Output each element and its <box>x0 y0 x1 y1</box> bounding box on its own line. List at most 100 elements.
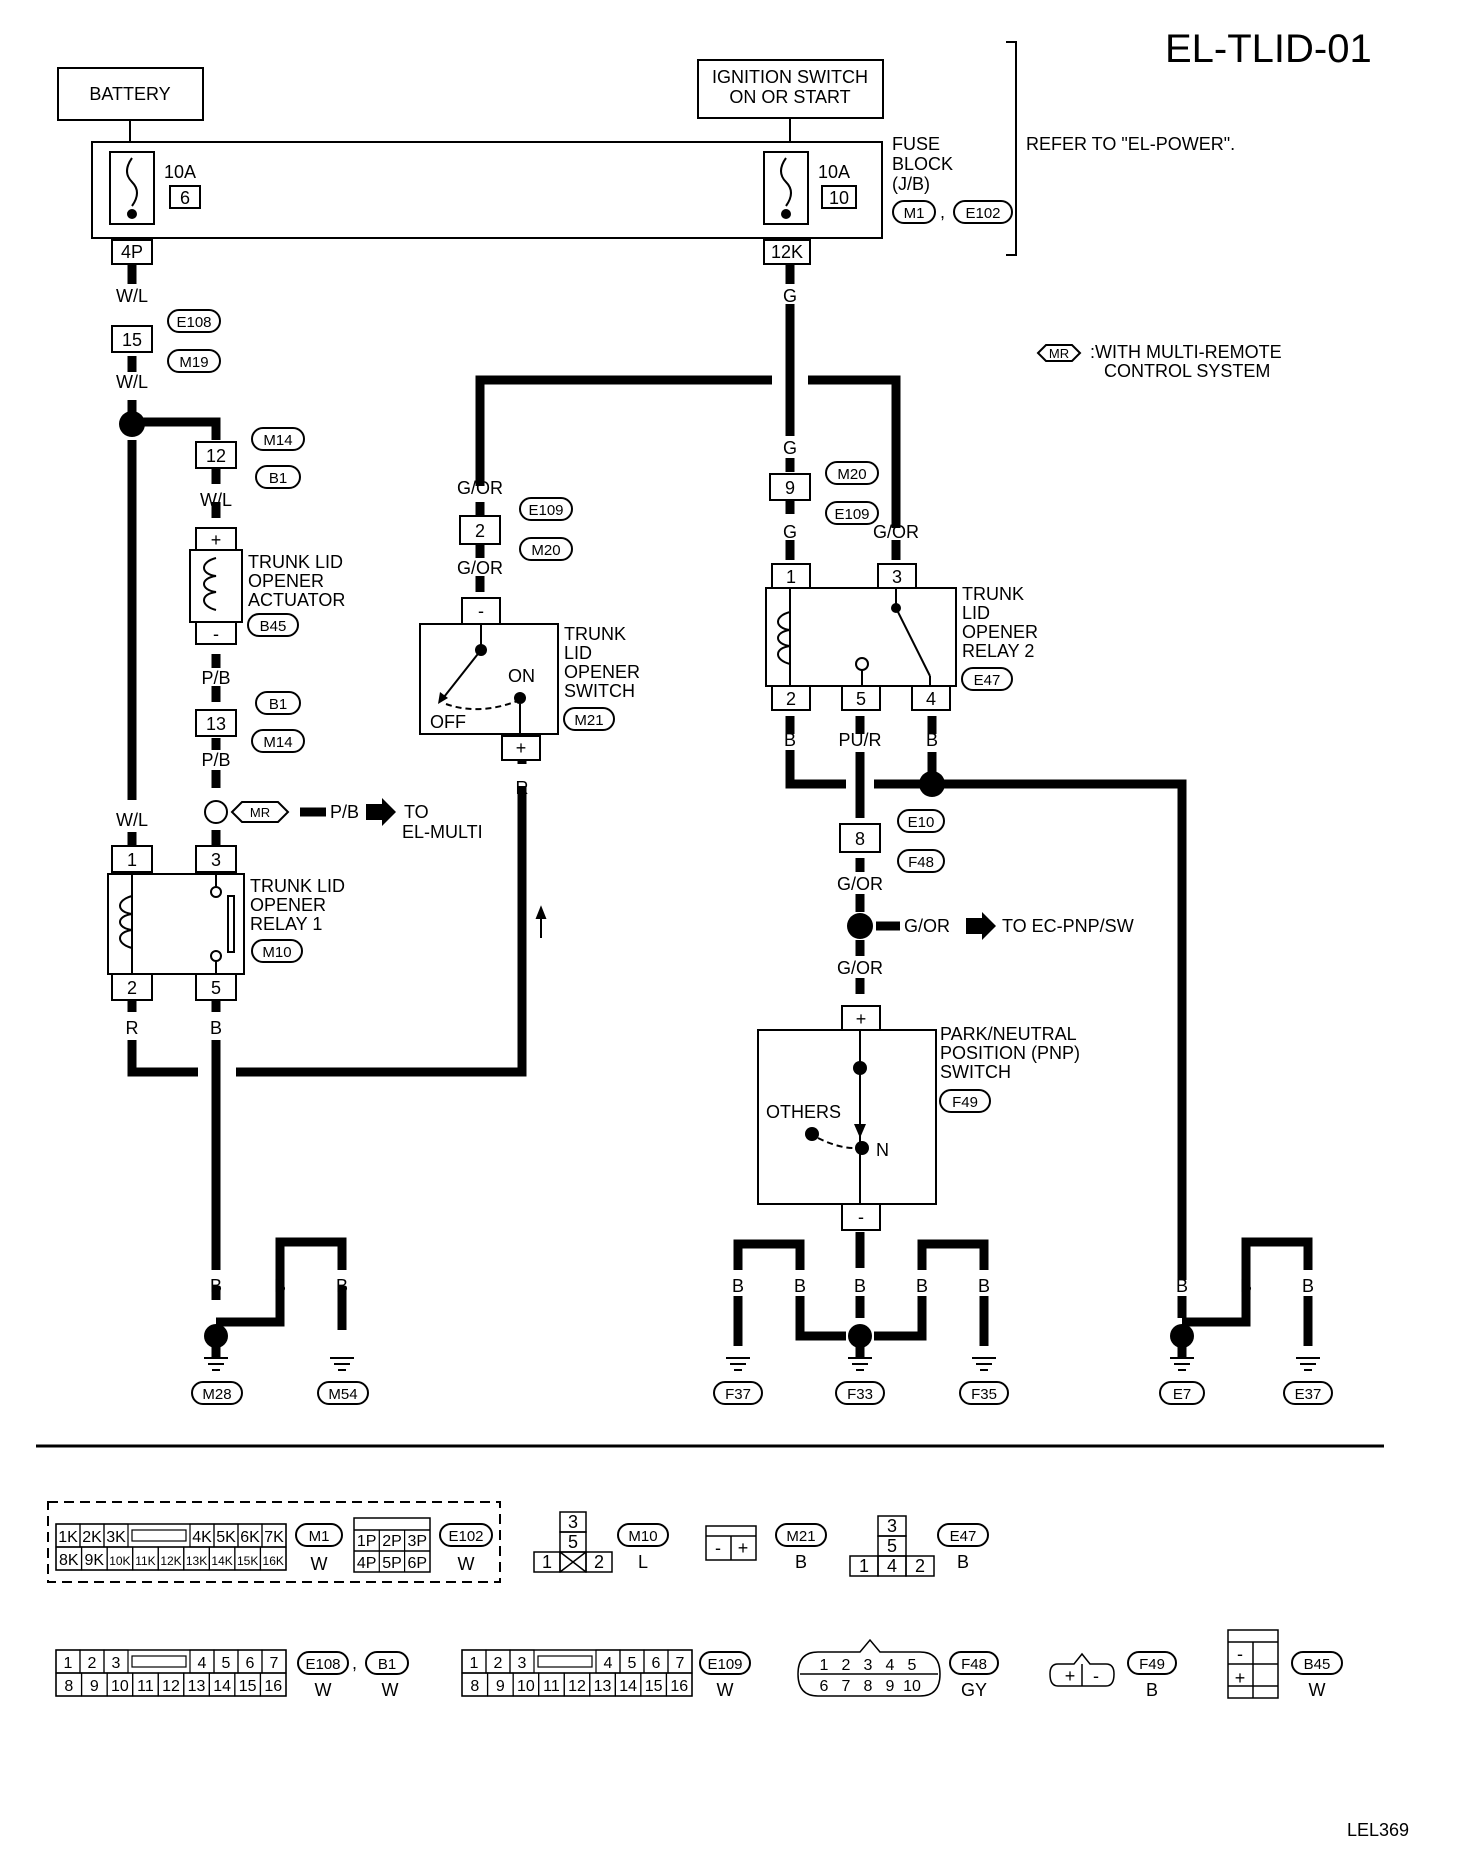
e109-bottom-pin-5: 13 <box>594 1678 612 1695</box>
e47-view-color: B <box>957 1552 969 1572</box>
ground-wire-label-11: B <box>1302 1276 1314 1296</box>
ground-f37-oval <box>713 1381 763 1405</box>
m1-view-oval <box>295 1523 343 1547</box>
relay1-pin1: 1 <box>127 850 137 870</box>
fuse-term-right-box <box>763 239 811 265</box>
relay1-pin5: 5 <box>211 978 221 998</box>
m1-bottom-pin-8-cell <box>259 1546 287 1571</box>
figure-code: LEL369 <box>1347 1820 1409 1840</box>
relay1-pin2-term <box>111 973 153 1001</box>
pnp-label-3: SWITCH <box>940 1062 1011 1082</box>
relay2-contact-5 <box>855 657 869 671</box>
wire-rly2-b-b <box>785 750 846 789</box>
f49-view-label: F49 <box>1139 1656 1165 1673</box>
ground-wire-label-2: B <box>274 1276 286 1296</box>
power-bracket <box>1006 41 1017 256</box>
f48-view-color: GY <box>961 1680 987 1700</box>
e109-top-pin-5: 5 <box>628 1655 637 1672</box>
b45-view: - + B45 W <box>1227 1629 1343 1700</box>
m1-bottom-pin-0: 8K <box>59 1552 79 1569</box>
wire-label-g-2: G <box>783 438 797 458</box>
grounds: M28 M54 F37 F33 F35 E7 <box>191 1346 1333 1405</box>
e102-bottom-pin-0: 4P <box>357 1555 377 1572</box>
e47-pin-1: 1 <box>859 1556 869 1576</box>
m21-pin-plus: + <box>738 1538 749 1558</box>
e109-bottom-pin-6: 14 <box>619 1678 637 1695</box>
relay1-conn-oval <box>251 939 303 963</box>
ground-e37-label: E37 <box>1295 1386 1322 1403</box>
m1-top-pin-4: 4K <box>192 1529 212 1546</box>
m21-view-label: M21 <box>786 1528 815 1545</box>
connector-2-a: E109 <box>528 502 563 519</box>
ground-f35-oval <box>959 1381 1009 1405</box>
m1-bottom-pin-4: 12K <box>160 1554 181 1568</box>
wire-label-wl-4: W/L <box>116 810 148 830</box>
pnp-switch: + OTHERS N - PARK/NEUTRAL POSITION (PNP)… <box>757 1005 1080 1231</box>
fuse-right-body <box>763 151 809 225</box>
relay2-label-3: OPENER <box>962 622 1038 642</box>
m10-pin-2: 2 <box>594 1552 604 1572</box>
ignition-label-2: ON OR START <box>729 87 850 107</box>
e47-pin-2: 2 <box>915 1556 925 1576</box>
ground-wire-label-5: B <box>794 1276 806 1296</box>
fuse-right-rating: 10A <box>818 162 850 182</box>
relay2-pin1: 1 <box>786 567 796 587</box>
ground-e37-symbol <box>1296 1357 1320 1371</box>
fuse-block-label-2: BLOCK <box>892 154 953 174</box>
wires <box>127 264 1313 1346</box>
wire-label-wl-1: W/L <box>116 286 148 306</box>
splice-wl <box>119 411 145 437</box>
m10-pin-5: 5 <box>568 1532 578 1552</box>
m1-view-label: M1 <box>309 1528 330 1545</box>
e109-top-pin-6: 6 <box>652 1655 661 1672</box>
relay2-pin4-term <box>911 685 951 711</box>
e108-bottom-pin-8-cell <box>259 1672 287 1697</box>
actuator-minus-term <box>195 621 237 645</box>
m21-view-color: B <box>795 1552 807 1572</box>
wire-label-pur: PU/R <box>838 730 881 750</box>
current-direction-arrow <box>535 905 547 938</box>
wire-label-wl-2: W/L <box>116 372 148 392</box>
connector-13-a: B1 <box>269 696 287 713</box>
f49-pin-minus: - <box>1093 1666 1099 1686</box>
wire-e7-e37 <box>1182 1237 1313 1327</box>
pnp-label-1: PARK/NEUTRAL <box>940 1024 1077 1044</box>
connector-2-pin: 2 <box>475 521 485 541</box>
ground-f37: F37 <box>713 1357 763 1405</box>
e109-top-pin-0: 1 <box>470 1655 479 1672</box>
mr-legend-text-2: CONTROL SYSTEM <box>1104 361 1270 381</box>
wire-label-b-2: B <box>784 730 796 750</box>
relay2-label-1: TRUNK <box>962 584 1024 604</box>
switch-minus-term <box>461 597 501 625</box>
wire-r-switch <box>236 786 527 1077</box>
wire-label-wl-3: W/L <box>200 490 232 510</box>
e109-view-label: E109 <box>707 1656 742 1673</box>
ground-m54-label: M54 <box>328 1386 357 1403</box>
ground-f33-symbol <box>848 1357 872 1371</box>
connector-12-a-oval <box>251 427 305 451</box>
mr-legend-text-1: :WITH MULTI-REMOTE <box>1090 342 1282 362</box>
switch-off: OFF <box>430 712 466 732</box>
fuse-term-left: 4P <box>121 242 143 262</box>
connector-15: 15 E108 M19 <box>111 309 221 373</box>
relay2-pin3-term <box>877 563 917 589</box>
m10-pin-3: 3 <box>568 1512 578 1532</box>
wire-label-b-1: B <box>210 1018 222 1038</box>
actuator-coil-icon <box>203 557 217 611</box>
actuator-label-2: OPENER <box>248 571 324 591</box>
wire-label-gor-1: G/OR <box>457 478 503 498</box>
f48-top-pin-1: 2 <box>842 1657 851 1674</box>
connector-12-b: B1 <box>269 470 287 487</box>
m10-cell-x-mark <box>559 1551 587 1573</box>
wire-labels: W/L W/L W/L W/L G G G G/OR G/OR G/OR G/O… <box>116 286 1314 1296</box>
pnp-conn: F49 <box>952 1094 978 1111</box>
splice-m28 <box>204 1324 228 1348</box>
splice-b <box>919 771 945 797</box>
m1-bottom-pin-5: 13K <box>186 1554 207 1568</box>
connector-15-box <box>111 325 153 353</box>
pnp-conn-oval <box>939 1089 991 1113</box>
f48-bottom-pin-0: 6 <box>820 1678 829 1695</box>
e108-view-oval <box>297 1651 349 1675</box>
